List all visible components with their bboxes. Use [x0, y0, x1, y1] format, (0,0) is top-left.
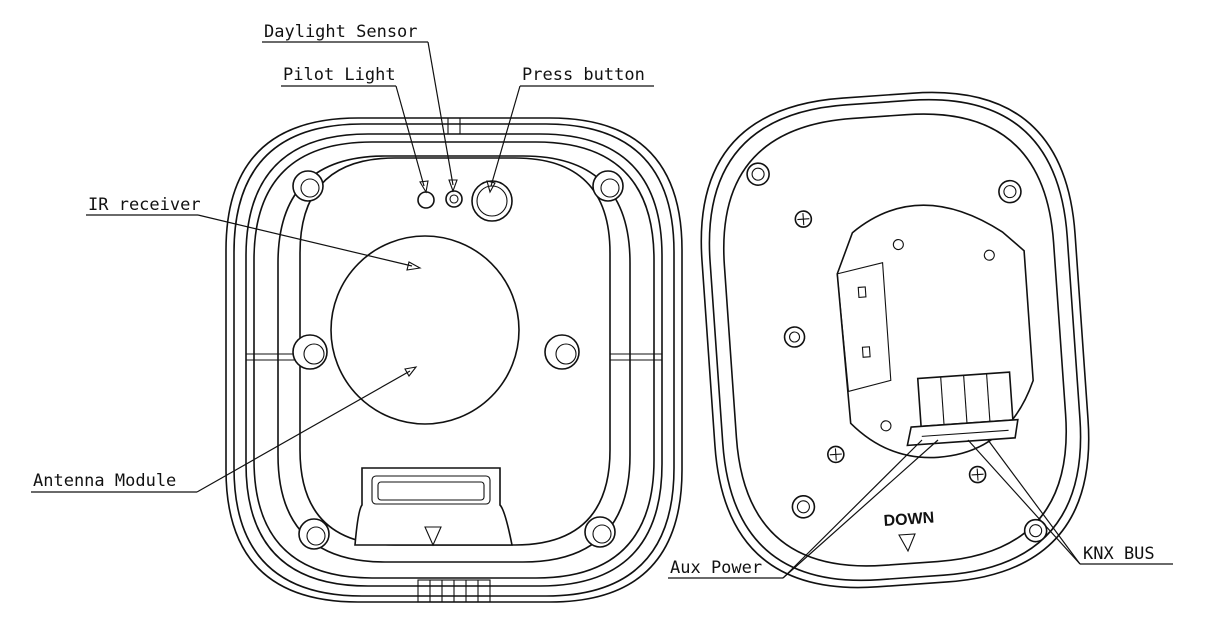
back-view [700, 91, 1090, 589]
callout-daylight-sensor: Daylight Sensor [262, 22, 458, 193]
daylight-sensor-window [445, 190, 463, 208]
screw-boss-bottom-right [584, 516, 616, 548]
screw-boss-back-bottom-right [1023, 518, 1048, 543]
callout-knx-bus: KNX BUS [967, 439, 1173, 565]
callout-press-button: Press button [486, 65, 654, 194]
down-label: DOWN [883, 509, 935, 529]
cross-screw-top [794, 210, 813, 228]
screw-boss-back-top-right [998, 179, 1022, 204]
side-boss-left [292, 334, 328, 370]
bottom-tab [354, 467, 513, 547]
front-view [225, 117, 683, 603]
screw-boss-bottom-left [298, 518, 330, 550]
screw-boss-back-bottom-left [791, 494, 816, 519]
bottom-connector [417, 579, 491, 603]
down-marking: DOWN [883, 509, 935, 553]
screw-boss-top-right [592, 170, 624, 202]
daylight-sensor-label: Daylight Sensor [264, 22, 418, 42]
cross-screw-bottom [968, 465, 987, 484]
pilot-light-led [417, 191, 435, 209]
press-button-label: Press button [522, 65, 645, 85]
knx-bus-label: KNX BUS [1083, 544, 1155, 564]
callout-antenna-module: Antenna Module [31, 366, 418, 493]
screw-boss-back-top-left [746, 162, 770, 186]
sensor-lens [330, 235, 520, 425]
cross-screw-left [827, 445, 845, 464]
screw-boss-back-mid-left [783, 326, 806, 348]
pilot-light-label: Pilot Light [283, 65, 396, 85]
press-button [471, 180, 513, 222]
antenna-module-label: Antenna Module [33, 471, 176, 491]
terminal-block [906, 371, 1019, 447]
ir-receiver-label: IR receiver [88, 195, 201, 215]
side-boss-right [544, 334, 580, 370]
callout-ir-receiver: IR receiver [86, 195, 422, 271]
callout-aux-power: Aux Power [668, 439, 939, 579]
aux-power-label: Aux Power [670, 558, 762, 578]
callout-pilot-light: Pilot Light [281, 65, 429, 194]
screw-boss-top-left [292, 170, 324, 202]
